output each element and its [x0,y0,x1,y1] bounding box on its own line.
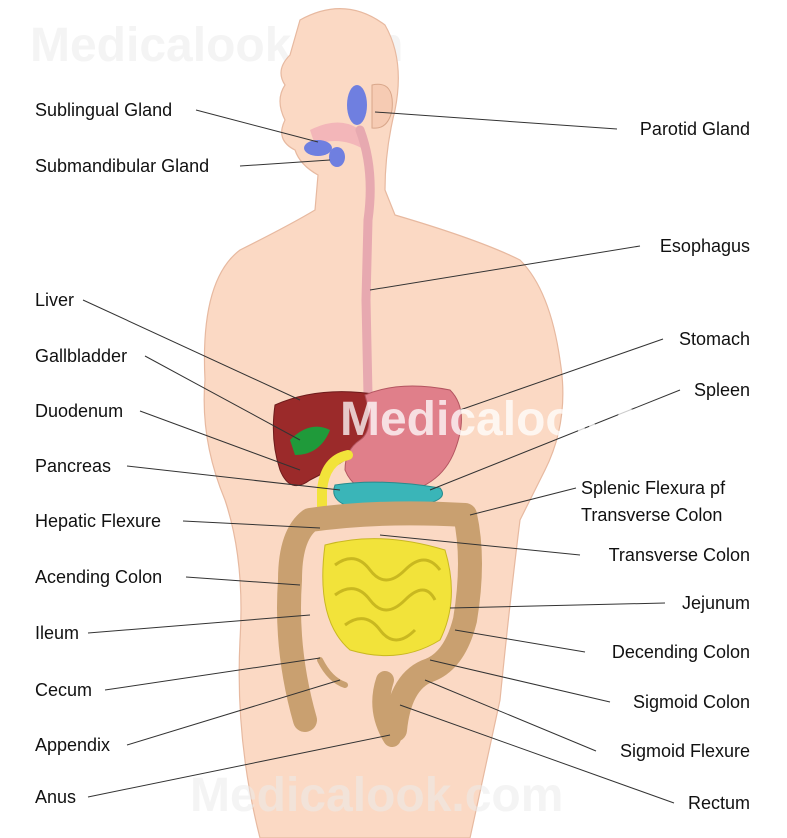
leader-submandibular [239,159,331,167]
label-sigmoid-colon: Sigmoid Colon [632,692,750,712]
leader-ileum [87,614,311,634]
leader-cecum [104,657,321,691]
small-intestine-folds [334,557,442,642]
ear [371,83,393,129]
label-anus: Anus [35,787,77,807]
label-appendix: Appendix [35,735,111,755]
label-liver: Liver [35,290,75,310]
leader-duodenum [139,410,301,471]
appendix-shape [317,657,348,688]
leader-parotid [374,111,618,130]
leader-stomach [459,338,664,411]
gallbladder-shape [290,426,330,455]
leader-sigmoid-flexure [424,679,597,752]
parotid-gland-shape [347,85,367,125]
label-rectum: Rectum [687,793,750,813]
label-jejunum: Jejunum [681,593,750,613]
label-stomach: Stomach [678,329,750,349]
leader-pancreas [126,465,341,491]
label-submandibular-gland: Submandibular Gland [35,156,210,176]
duodenum-shape [317,450,353,520]
label-sublingual-gland: Sublingual Gland [35,100,173,120]
label-ileum: Ileum [35,623,80,643]
label-esophagus: Esophagus [659,236,750,256]
watermark-middle: Medicalook.com [340,393,714,446]
leader-transverse [379,534,581,556]
label-splenic-flexura: Splenic Flexura pf [581,478,726,498]
label-gallbladder: Gallbladder [35,346,128,366]
label-splenic-flexura-line2: Transverse Colon [581,505,723,525]
label-transverse-colon: Transverse Colon [608,545,750,565]
leader-anus [87,734,391,798]
label-hepatic-flexure: Hepatic Flexure [35,511,162,531]
sublingual-gland-shape [304,140,332,156]
label-cecum: Cecum [35,680,93,700]
leader-sigmoid-colon [429,659,611,703]
esophagus-shape [355,125,375,400]
label-pancreas: Pancreas [35,456,112,476]
watermark-bottom: Medicalook.com [190,769,564,822]
rectum-shape [372,671,401,747]
leader-acending [185,576,301,586]
small-intestine-shape [322,538,452,657]
submandibular-gland-shape [329,147,345,167]
leader-appendix [126,679,341,746]
leader-sublingual [195,109,319,143]
leader-liver [82,299,301,401]
label-spleen: Spleen [693,380,750,400]
label-decending-colon: Decending Colon [611,642,750,662]
label-sigmoid-flexure: Sigmoid Flexure [619,741,750,761]
leader-esophagus [369,245,641,291]
leader-hepatic [182,520,321,529]
leader-spleen [429,389,681,491]
label-parotid-gland: Parotid Gland [639,119,750,139]
label-acending-colon: Acending Colon [35,567,163,587]
leader-rectum [399,704,675,804]
leader-splenic [469,487,577,516]
throat [310,122,365,150]
label-duodenum: Duodenum [35,401,124,421]
leader-decending [454,629,586,653]
leader-jejunum [449,602,666,609]
leader-gallbladder [144,355,301,441]
colon-shape [277,501,482,742]
leader-lines [82,109,681,804]
